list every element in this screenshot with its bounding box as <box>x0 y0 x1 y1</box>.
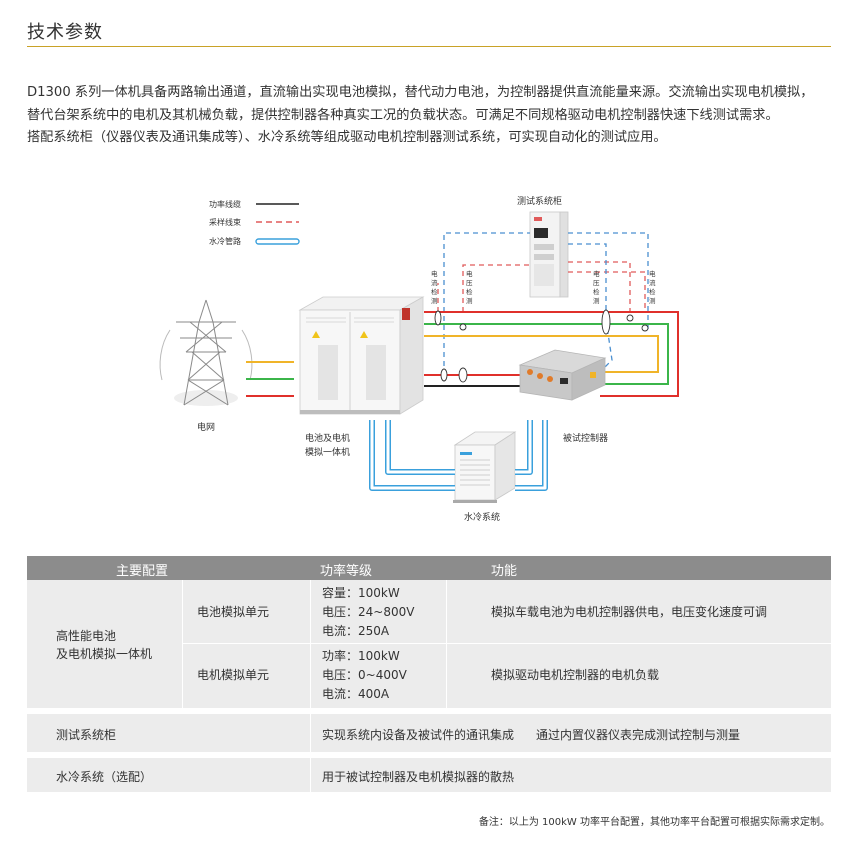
column-divider <box>446 580 447 708</box>
current-sensor-icon <box>434 309 611 383</box>
svg-text:压: 压 <box>593 279 600 287</box>
svg-text:流: 流 <box>649 278 656 287</box>
table-band-simulator <box>27 580 831 708</box>
svg-text:检: 检 <box>466 287 473 296</box>
battery-unit-power: 容量：100kW 电压：24~800V 电流：250A <box>322 584 414 641</box>
diagram-legend: 功率线缆 采样线束 水冷管路 <box>209 199 300 246</box>
legend-sampling-harness-label: 采样线束 <box>209 217 241 227</box>
battery-unit-name: 电池模拟单元 <box>197 605 270 619</box>
power-spec-line: 容量：100kW <box>322 586 400 600</box>
table-band-cabinet <box>27 714 831 752</box>
cooling-row-name: 水冷系统（选配） <box>56 770 153 784</box>
svg-text:检: 检 <box>593 287 600 296</box>
test-cabinet-label: 测试系统柜 <box>517 195 562 207</box>
simulator-cabinet-icon <box>298 296 425 415</box>
voltage-detect-label-1: 电 压 检 测 <box>466 269 473 305</box>
header-function: 功能 <box>491 564 518 579</box>
svg-text:检: 检 <box>431 287 438 296</box>
cooling-label: 水冷系统 <box>464 511 500 523</box>
water-pipes <box>369 420 548 491</box>
legend-power-cable-label: 功率线缆 <box>209 199 241 209</box>
svg-text:测: 测 <box>431 297 438 305</box>
cabinet-row-text: 实现系统内设备及被试件的通讯集成 <box>322 728 515 742</box>
svg-text:电: 电 <box>466 269 473 278</box>
test-cabinet-icon <box>529 211 569 298</box>
controller-label: 被试控制器 <box>563 432 608 444</box>
main-group-name: 高性能电池 及电机模拟一体机 <box>56 627 152 663</box>
sampling-harness-lines <box>437 232 649 375</box>
cooling-unit-icon <box>453 431 517 503</box>
voltage-detect-label-2: 电 压 检 测 <box>593 269 600 305</box>
main-group-line: 及电机模拟一体机 <box>56 647 153 661</box>
legend-water-pipe-swatch <box>255 238 300 245</box>
header-power-level: 功率等级 <box>320 564 373 579</box>
svg-text:电: 电 <box>431 269 438 278</box>
svg-text:电: 电 <box>593 269 600 278</box>
motor-unit-name: 电机模拟单元 <box>197 668 270 682</box>
motor-unit-function: 模拟驱动电机控制器的电机负载 <box>491 668 660 682</box>
svg-text:流: 流 <box>431 278 438 287</box>
power-tower-icon <box>159 299 253 406</box>
intro-line: 搭配系统柜（仪器仪表及通讯集成等）、水冷系统等组成驱动电机控制器测试系统，可实现… <box>27 130 667 145</box>
power-spec-line: 电流：400A <box>322 687 390 701</box>
table-body: 高性能电池 及电机模拟一体机 电池模拟单元 容量：100kW 电压：24~800… <box>27 580 831 792</box>
current-detect-label-1: 电 流 检 测 <box>431 269 438 305</box>
cooling-row-text: 用于被试控制器及电机模拟器的散热 <box>322 770 515 784</box>
simulator-label-line1: 电池及电机 <box>305 432 350 444</box>
svg-text:电: 电 <box>649 269 656 278</box>
footnote: 备注：以上为 100kW 功率平台配置，其他功率平台配置可根据实际需求定制。 <box>478 817 830 828</box>
legend-water-pipe-label: 水冷管路 <box>209 236 241 246</box>
simulator-label-line2: 模拟一体机 <box>305 446 350 458</box>
table-band-cooling <box>27 758 831 792</box>
svg-text:测: 测 <box>649 297 656 305</box>
main-group-line: 高性能电池 <box>56 629 117 643</box>
power-spec-line: 功率：100kW <box>322 649 400 663</box>
spec-table: 主要配置 功率等级 功能 高性能电池 及电机模拟一体机 电池模拟单元 容量：10… <box>27 556 831 792</box>
motor-unit-power: 功率：100kW 电压：0~400V 电流：400A <box>322 647 407 704</box>
current-detect-label-2: 电 流 检 测 <box>649 269 656 305</box>
intro-line: D1300 系列一体机具备两路输出通道，直流输出实现电池模拟，替代动力电池，为控… <box>27 85 814 100</box>
title-divider <box>27 46 831 47</box>
svg-text:压: 压 <box>466 279 473 287</box>
system-diagram: 功率线缆 采样线束 水冷管路 电网 <box>159 195 679 523</box>
svg-text:测: 测 <box>466 297 473 305</box>
svg-text:检: 检 <box>649 287 656 296</box>
power-spec-line: 电流：250A <box>322 624 390 638</box>
ac-output-lines <box>424 311 679 397</box>
grid-label: 电网 <box>197 421 215 433</box>
column-divider <box>310 580 311 708</box>
power-spec-line: 电压：0~400V <box>322 668 407 682</box>
row-divider <box>182 643 831 644</box>
table-header: 主要配置 功率等级 功能 <box>27 556 831 580</box>
intro-line: 替代台架系统中的电机及其机械负载，提供控制器各种真实工况的负载状态。可满足不同规… <box>27 107 779 123</box>
header-main-config: 主要配置 <box>116 564 169 579</box>
column-divider <box>182 580 183 708</box>
intro-text: D1300 系列一体机具备两路输出通道，直流输出实现电池模拟，替代动力电池，为控… <box>27 82 837 150</box>
voltage-probe-icon <box>459 314 649 332</box>
column-divider <box>310 714 311 792</box>
battery-unit-function: 模拟车载电池为电机控制器供电，电压变化速度可调 <box>491 605 768 619</box>
svg-text:测: 测 <box>593 297 600 305</box>
page-title: 技术参数 <box>27 22 103 43</box>
dc-output-lines <box>424 374 520 387</box>
power-spec-line: 电压：24~800V <box>322 605 415 619</box>
cabinet-row-name: 测试系统柜 <box>56 728 117 742</box>
cabinet-row-text: 通过内置仪器仪表完成测试控制与测量 <box>536 728 741 742</box>
controller-icon <box>518 349 607 401</box>
